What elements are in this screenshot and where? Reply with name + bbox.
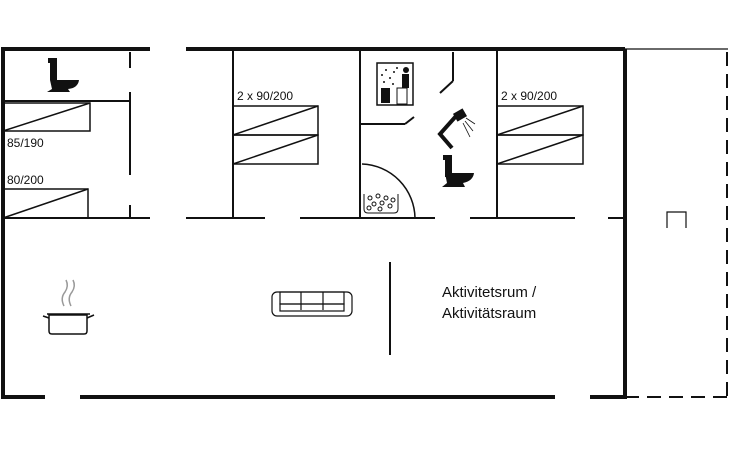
toilet-icon <box>442 155 474 187</box>
room-label-activity: Aktivitetsrum / Aktivitätsraum <box>442 282 536 324</box>
whirlpool-icon <box>363 193 399 214</box>
bed-size-label: 80/200 <box>7 173 44 187</box>
sofa-icon <box>271 291 353 317</box>
beds <box>2 102 584 219</box>
room-label-line: Aktivitetsrum / <box>442 284 537 301</box>
bed-size-label: 2 x 90/200 <box>237 89 294 103</box>
bed-size-label: 2 x 90/200 <box>501 89 558 103</box>
walls <box>1 47 728 399</box>
terrace-outline <box>625 48 728 398</box>
toilet-icon <box>47 58 79 92</box>
interior-walls <box>3 49 625 355</box>
cooking-pot-icon <box>42 279 95 335</box>
sauna-icon <box>376 62 414 106</box>
bed-size-label: 85/190 <box>7 136 44 150</box>
shower-icon <box>437 108 476 150</box>
room-label-line: Aktivitätsraum <box>442 305 537 322</box>
